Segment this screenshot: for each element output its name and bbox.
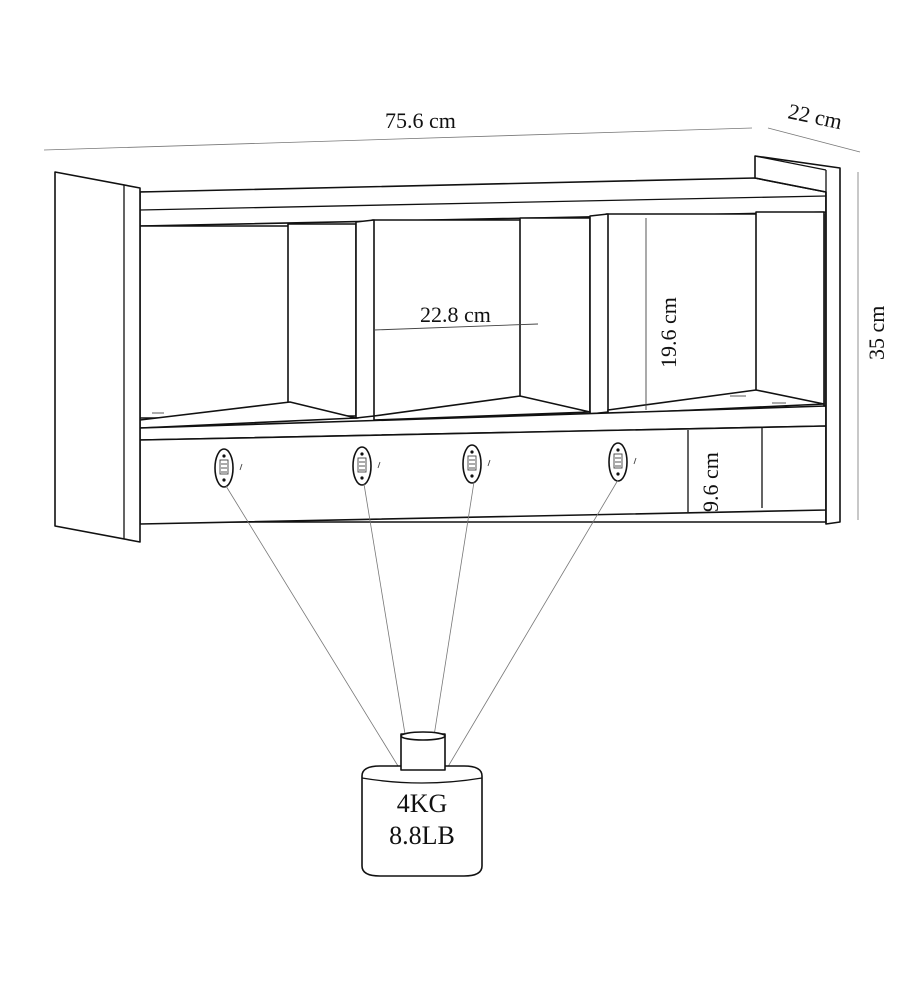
hook-icon <box>214 448 243 488</box>
width-dimension: 75.6 cm <box>43 108 753 151</box>
left-side-panel <box>54 171 141 543</box>
height-dimension-label: 35 cm <box>864 306 889 360</box>
hooks <box>214 442 637 488</box>
divider-right <box>589 213 609 415</box>
hook-icon <box>462 444 491 484</box>
shelf <box>54 155 841 543</box>
weight-icon: 4KG 8.8LB <box>361 731 483 877</box>
hook-rail-height-dimension: 9.6 cm <box>698 452 723 512</box>
width-dimension-label: 75.6 cm <box>385 108 456 133</box>
hook-rail-panel <box>139 425 827 525</box>
hook-icon <box>608 442 637 482</box>
weight-kg-label: 4KG <box>397 789 448 818</box>
weight-lb-label: 8.8LB <box>389 821 455 850</box>
compartment-height-dimension: 19.6 cm <box>645 218 681 410</box>
height-dimension: 35 cm <box>857 172 889 520</box>
compartment-width-label: 22.8 cm <box>420 302 491 327</box>
compartment-height-label: 19.6 cm <box>656 297 681 368</box>
hook-icon <box>352 446 381 486</box>
depth-dimension: 22 cm <box>767 98 861 153</box>
load-strings <box>225 479 619 771</box>
compartment-width-dimension: 22.8 cm <box>373 302 539 331</box>
divider-left <box>355 219 375 419</box>
depth-dimension-label: 22 cm <box>786 98 844 134</box>
hook-rail-height-label: 9.6 cm <box>698 452 723 512</box>
